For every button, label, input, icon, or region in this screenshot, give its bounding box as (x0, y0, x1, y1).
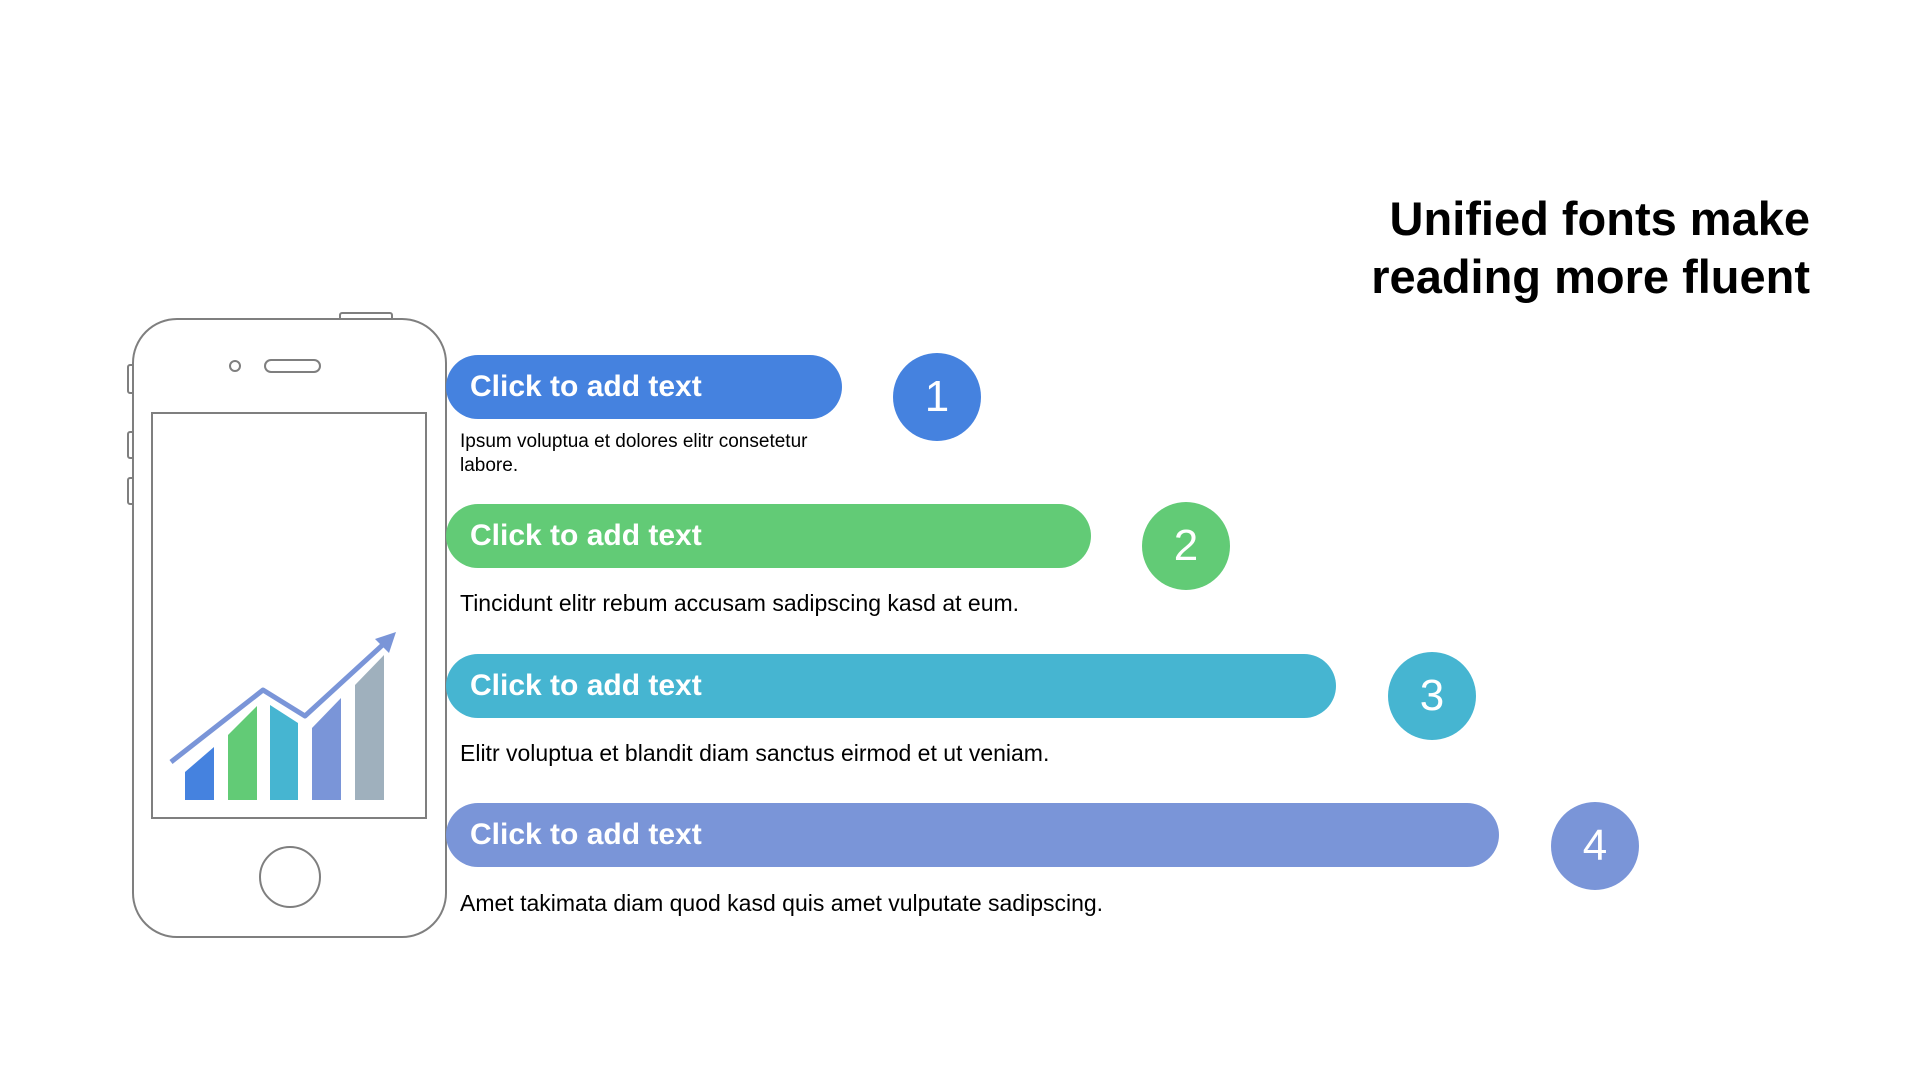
slide-title-line-1: Unified fonts make (1389, 192, 1810, 245)
slide-title: Unified fonts make reading more fluent (1110, 190, 1810, 306)
text-bar-1-label: Click to add text (470, 370, 702, 403)
text-bar-4[interactable]: Click to add text (446, 803, 1499, 867)
text-bar-3-label: Click to add text (470, 669, 702, 702)
growth-bar-1 (185, 747, 214, 800)
growth-bar-2 (228, 706, 257, 800)
growth-bar-4 (312, 698, 341, 800)
phone-home-button (259, 846, 321, 908)
slide-title-line-2: reading more fluent (1371, 250, 1810, 303)
text-bar-2[interactable]: Click to add text (446, 504, 1091, 568)
step-badge-3: 3 (1388, 652, 1476, 740)
step-description-2: Tincidunt elitr rebum accusam sadipscing… (460, 590, 1020, 616)
step-description-4: Amet takimata diam quod kasd quis amet v… (460, 890, 1104, 916)
growth-arrow-head (375, 632, 396, 653)
phone-camera (229, 360, 241, 372)
growth-arrow-line (169, 638, 390, 764)
phone-speaker (264, 359, 321, 373)
text-bar-4-label: Click to add text (470, 818, 702, 851)
growth-bar-chart-icon (169, 632, 396, 800)
step-badge-1: 1 (893, 353, 981, 441)
growth-bar-3 (270, 705, 298, 800)
text-bar-3[interactable]: Click to add text (446, 654, 1336, 718)
step-badge-2: 2 (1142, 502, 1230, 590)
step-badge-4: 4 (1551, 802, 1639, 890)
smartphone-icon (127, 312, 447, 938)
step-description-1: Ipsum voluptua et dolores elitr consetet… (460, 431, 808, 476)
growth-bar-5 (355, 655, 384, 800)
text-bar-1[interactable]: Click to add text (446, 355, 842, 419)
text-bar-2-label: Click to add text (470, 519, 702, 552)
step-description-3: Elitr voluptua et blandit diam sanctus e… (460, 740, 1050, 766)
